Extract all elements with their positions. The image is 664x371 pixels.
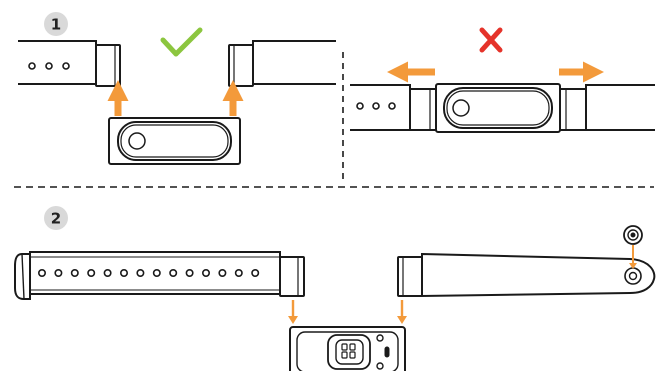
strap-hole <box>169 268 178 277</box>
attach-arrow-left <box>288 300 298 324</box>
strap-hole <box>120 268 129 277</box>
tracker-back <box>289 326 406 371</box>
strap-hole <box>185 268 194 277</box>
long-strap <box>14 251 305 300</box>
strap-left-correct <box>18 40 121 87</box>
strap-hole <box>218 268 227 277</box>
cross-icon <box>479 27 503 53</box>
button-arrow <box>629 245 637 269</box>
strap-hole <box>251 268 260 277</box>
strap-right-incorrect <box>559 84 655 131</box>
strap-hole <box>37 268 46 277</box>
strap-hole <box>152 268 161 277</box>
strap-hole <box>136 268 145 277</box>
strap-left-incorrect <box>350 84 437 131</box>
checkmark-icon <box>160 27 203 57</box>
strap-holes <box>37 268 260 277</box>
strap-hole <box>103 268 112 277</box>
short-strap <box>397 252 656 298</box>
step-1-number: 1 <box>51 16 61 34</box>
strap-button <box>623 225 643 245</box>
strap-hole <box>234 268 243 277</box>
step-1-badge: 1 <box>44 12 68 36</box>
tracker-capsule-incorrect <box>435 83 561 133</box>
strap-hole <box>70 268 79 277</box>
tracker-capsule-correct <box>108 117 241 165</box>
strap-right-correct <box>228 40 336 87</box>
step-2-badge: 2 <box>44 206 68 230</box>
strap-hole <box>87 268 96 277</box>
strap-hole <box>202 268 211 277</box>
step-2-number: 2 <box>51 210 61 228</box>
strap-hole <box>54 268 63 277</box>
attach-arrow-right <box>397 300 407 324</box>
